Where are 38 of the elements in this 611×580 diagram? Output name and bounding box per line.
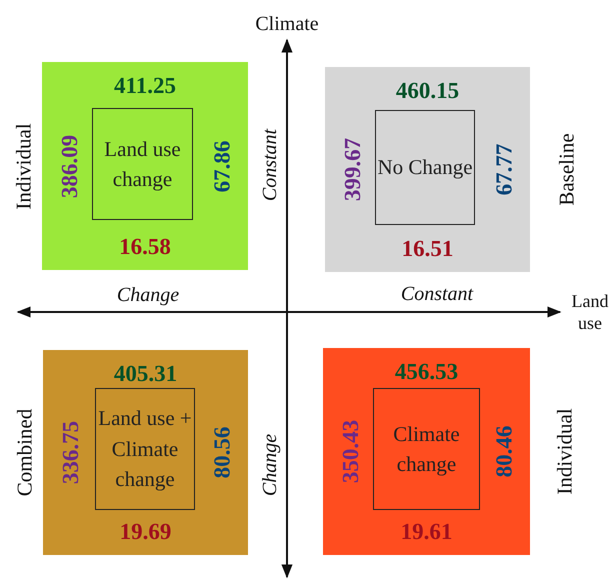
axis-value-label: Constant bbox=[400, 284, 474, 304]
scenario-label: Combined bbox=[14, 408, 36, 496]
value-label: 399.67 bbox=[342, 138, 364, 202]
axis-value-label: Change bbox=[260, 434, 280, 496]
value-label: 456.53 bbox=[394, 360, 458, 383]
scenario-panel bbox=[43, 350, 248, 555]
value-label: 67.86 bbox=[210, 140, 234, 192]
scenario-box bbox=[92, 108, 193, 220]
scenario-name: No Change bbox=[377, 154, 473, 182]
value-label: 16.51 bbox=[402, 237, 454, 260]
value-label: 336.75 bbox=[60, 420, 82, 484]
axis-title: Climate bbox=[255, 14, 319, 34]
scenario-box bbox=[375, 110, 475, 225]
scenario-label: Baseline bbox=[556, 133, 578, 206]
axis-title: Land use bbox=[570, 291, 610, 335]
scenario-label: Individual bbox=[14, 122, 34, 210]
value-label: 80.56 bbox=[210, 426, 234, 478]
axis-value-label: Change bbox=[116, 285, 180, 305]
scenario-name: Land use + Climate change bbox=[97, 405, 193, 494]
value-label: 386.09 bbox=[58, 134, 82, 198]
scenario-panel bbox=[325, 67, 530, 272]
axis-value-label: Constant bbox=[260, 128, 280, 202]
scenario-panel bbox=[323, 348, 530, 555]
value-label: 67.77 bbox=[492, 144, 516, 196]
value-label: 460.15 bbox=[396, 79, 460, 102]
scenario-label: Individual bbox=[554, 408, 576, 495]
value-label: 405.31 bbox=[114, 362, 178, 385]
value-label: 19.69 bbox=[120, 520, 172, 543]
scenario-box bbox=[373, 388, 480, 510]
value-label: 411.25 bbox=[114, 74, 176, 97]
value-label: 19.61 bbox=[400, 520, 452, 543]
scenario-name: Climate change bbox=[392, 420, 461, 478]
value-label: 350.43 bbox=[340, 420, 362, 484]
scenario-box bbox=[95, 388, 195, 510]
scenario-panel bbox=[42, 62, 248, 270]
value-label: 80.46 bbox=[492, 426, 516, 478]
scenario-name: Land use change bbox=[103, 136, 182, 193]
value-label: 16.58 bbox=[119, 235, 171, 258]
